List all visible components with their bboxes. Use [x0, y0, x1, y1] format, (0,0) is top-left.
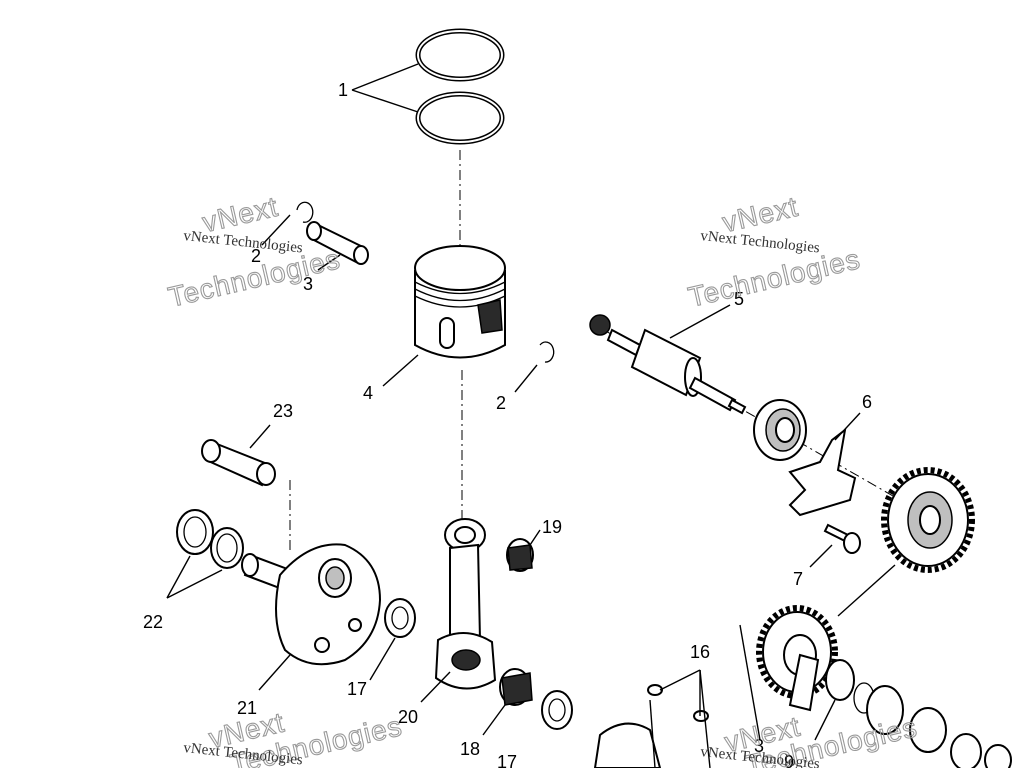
callout-22: 22 [143, 612, 163, 632]
crankshaft-half-lower [593, 722, 662, 768]
nut-right [909, 707, 947, 753]
needle-bearing-big-end [499, 668, 533, 706]
callout-18: 18 [460, 739, 480, 759]
bolt [823, 523, 861, 554]
driven-gear [881, 467, 975, 573]
thrust-washer-left [384, 598, 416, 638]
callout-3-left: 3 [303, 274, 313, 294]
callout-2-left: 2 [251, 246, 261, 266]
callout-1: 1 [338, 80, 348, 100]
callout-7: 7 [793, 569, 803, 589]
bearing [753, 399, 807, 461]
circlip-left [296, 201, 314, 223]
callout-4: 4 [363, 383, 373, 403]
washer-right-2 [950, 733, 982, 768]
balancer-shaft [589, 314, 747, 415]
woodruff-key-1 [647, 684, 663, 696]
callout-17-left: 17 [347, 679, 367, 699]
watermark-text-upper-left: vNext Technologies [183, 228, 304, 256]
crank-pin [201, 439, 276, 487]
piston-ring-upper [415, 28, 505, 82]
piston [414, 245, 506, 359]
woodruff-key-2 [693, 710, 709, 722]
callout-6: 6 [862, 392, 872, 412]
crankshaft-half [241, 543, 382, 666]
watermark-text-upper-right: vNext Technologies [700, 228, 821, 256]
shim-1 [176, 509, 214, 555]
callout-5: 5 [734, 289, 744, 309]
svg-text:Technologies: Technologies [685, 243, 863, 313]
piston-ring-lower [415, 91, 505, 145]
callout-20: 20 [398, 707, 418, 727]
callout-23: 23 [273, 401, 293, 421]
bearing-right-lower [866, 685, 904, 735]
needle-bearing-small-end [506, 538, 534, 572]
connecting-rod [434, 518, 497, 690]
callout-9: 9 [784, 752, 794, 768]
leader-lines [166, 63, 896, 768]
circlip-right [539, 341, 555, 363]
callout-17-right: 17 [497, 752, 517, 768]
washer-right-1 [825, 659, 855, 701]
shim-2 [210, 527, 244, 569]
callout-21: 21 [237, 698, 257, 718]
callout-2-right: 2 [496, 393, 506, 413]
thrust-washer-right [541, 690, 573, 730]
piston-pin [306, 221, 369, 265]
washer-right-3 [984, 744, 1012, 768]
retainer-plate [788, 427, 857, 517]
callout-19: 19 [542, 517, 562, 537]
drive-gear [756, 605, 838, 712]
callout-16: 16 [690, 642, 710, 662]
callout-3-lower: 3 [754, 736, 764, 756]
